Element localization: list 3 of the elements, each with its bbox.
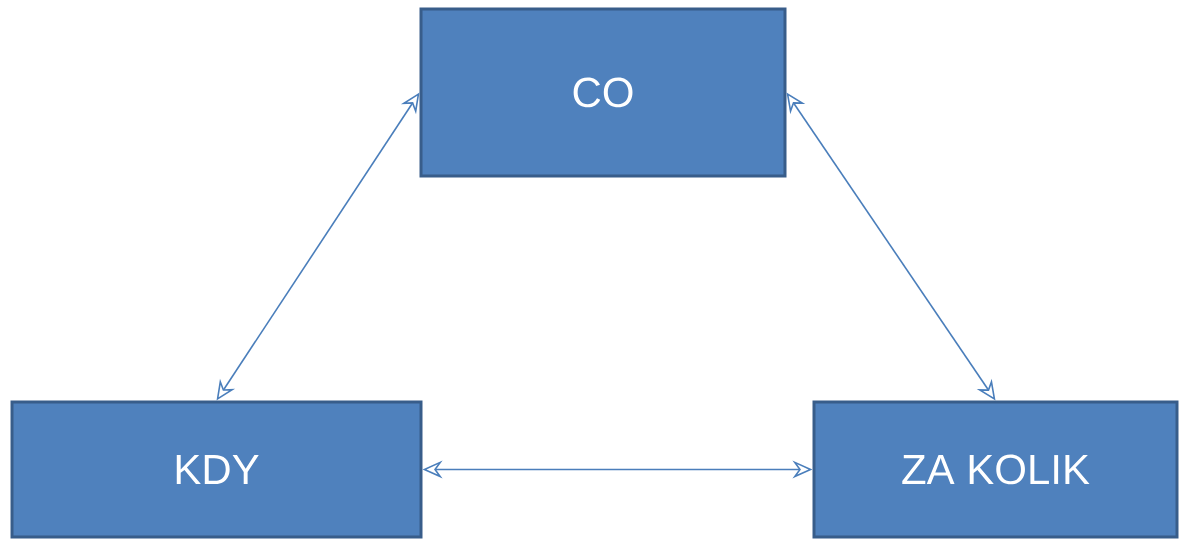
process-box: CO	[419, 7, 787, 178]
process-box: ZA KOLIK	[812, 400, 1179, 539]
process-box: KDY	[10, 400, 423, 539]
